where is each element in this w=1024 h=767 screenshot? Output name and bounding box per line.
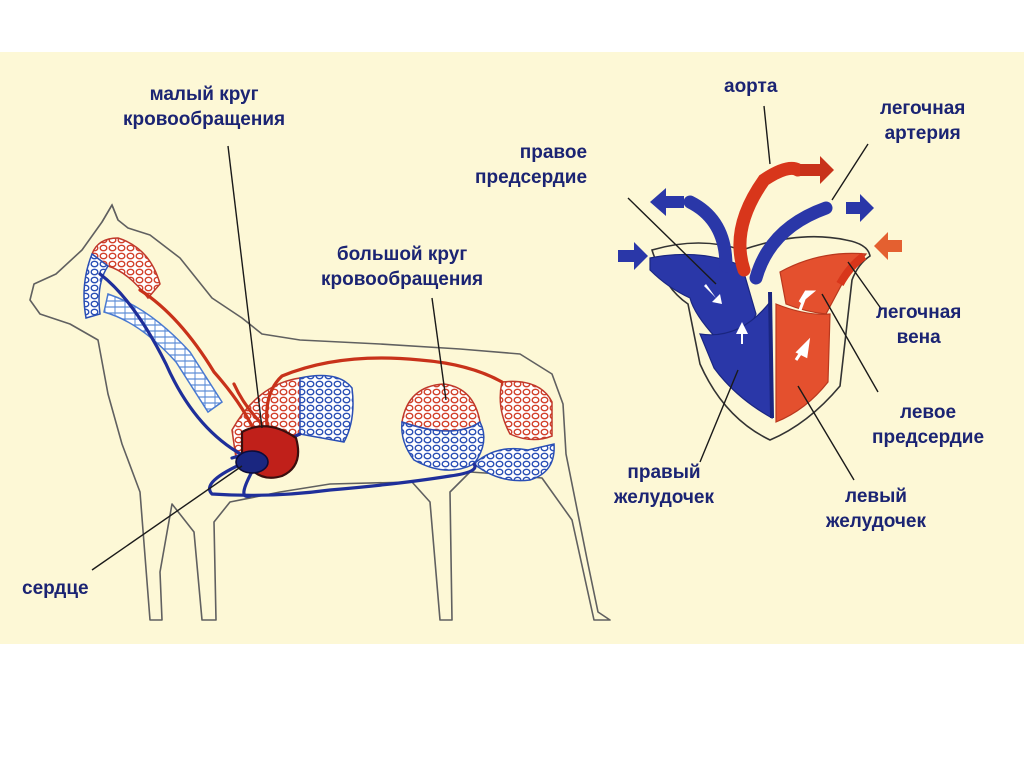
label-small-circle: малый круг кровообращения xyxy=(123,84,286,130)
arrow-vena-cava-in xyxy=(650,188,684,216)
arrow-left-1 xyxy=(798,290,817,311)
arrow-aorta-out xyxy=(800,156,834,184)
dog-figure xyxy=(29,203,611,621)
label-left-ventricle: левый желудочек xyxy=(826,486,927,532)
left-ventricle-shape xyxy=(775,303,831,423)
label-pulmonary-artery: легочная артерия xyxy=(880,98,966,144)
heart-outline xyxy=(650,235,871,441)
arrow-lung-vein-in xyxy=(874,232,902,260)
label-heart: сердце xyxy=(22,578,89,599)
aorta-vessel xyxy=(733,161,805,277)
septum xyxy=(768,291,774,419)
dog-ear xyxy=(101,203,119,223)
arrow-vein-in xyxy=(618,242,648,270)
arrow-left-2 xyxy=(794,337,811,361)
heart-diagram xyxy=(649,161,871,441)
slide: малый круг кровообращения большой круг к… xyxy=(0,52,1024,644)
arrow-right-down xyxy=(704,284,722,304)
lung-vein-entry xyxy=(836,252,867,286)
neck-ladder xyxy=(103,293,224,414)
label-big-circle: большой круг кровообращения xyxy=(321,244,484,290)
arrow-pulmonary-out xyxy=(846,194,874,222)
label-left-atrium: левое предсердие xyxy=(872,402,985,448)
flow-arrows xyxy=(618,156,902,361)
label-aorta: аорта xyxy=(724,76,778,97)
hind-capillaries xyxy=(472,380,555,482)
illustration xyxy=(29,105,902,621)
superior-vena-cava xyxy=(683,195,733,273)
dog-pointers xyxy=(91,145,447,571)
head-capillaries xyxy=(83,237,161,319)
body-capillaries xyxy=(401,383,485,471)
label-right-ventricle: правый желудочек xyxy=(614,462,715,508)
heart-pointers xyxy=(627,105,883,481)
arteries xyxy=(138,288,504,442)
pulmonary-trunk xyxy=(749,201,833,285)
arrow-right-up xyxy=(736,322,748,344)
label-right-atrium: правое предсердие xyxy=(475,142,588,188)
dog-outline xyxy=(29,204,611,621)
dog-heart xyxy=(235,425,300,479)
label-pulmonary-vein: легочная вена xyxy=(876,302,962,348)
